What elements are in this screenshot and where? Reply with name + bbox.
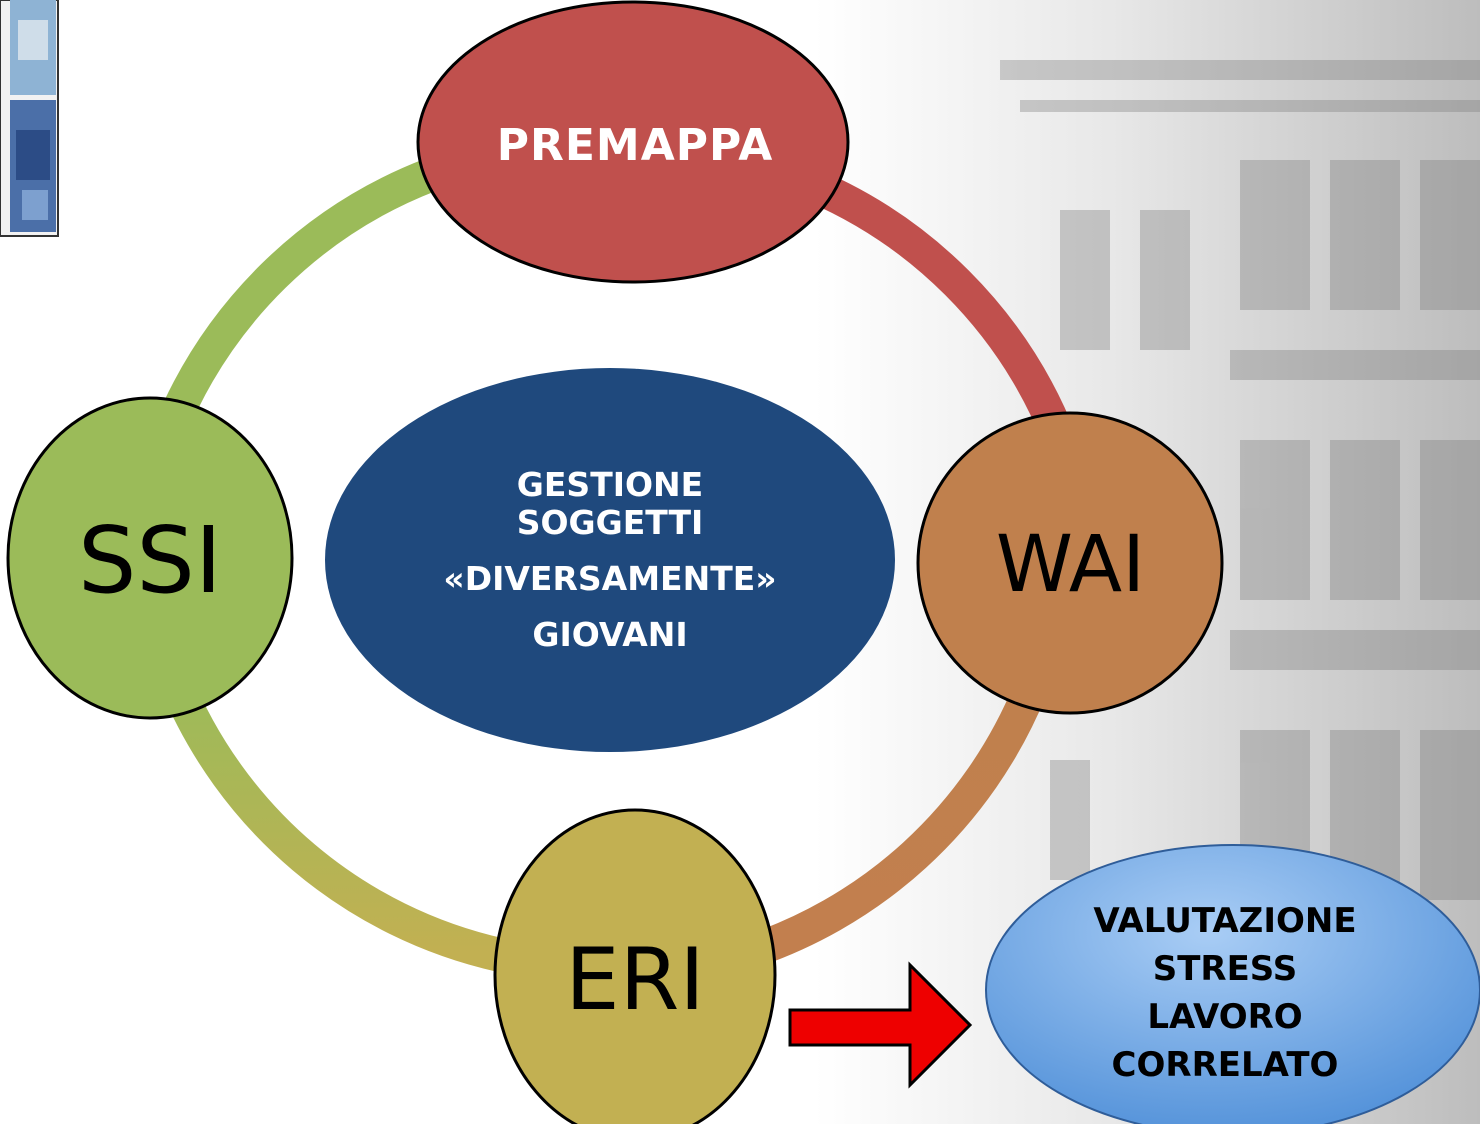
arc-premappa-to-wai <box>793 164 1076 447</box>
center-line-4: GIOVANI <box>532 615 688 654</box>
cycle-ring <box>154 159 1076 972</box>
arc-wai-to-eri <box>734 683 1046 972</box>
center-line-2: SOGGETTI <box>516 503 704 542</box>
node-output <box>985 844 1480 1124</box>
wai-label: WAI <box>995 520 1146 610</box>
photo-thumbnail <box>0 0 59 237</box>
center-label: GESTIONE SOGGETTI «DIVERSAMENTE» GIOVANI <box>330 435 890 685</box>
eri-label: ERI <box>565 930 705 1030</box>
output-line-1: VALUTAZIONE <box>1093 901 1357 941</box>
center-line-1: GESTIONE <box>516 465 704 504</box>
output-line-2: STRESS <box>1152 949 1298 989</box>
node-wai <box>916 411 1224 715</box>
node-premappa <box>416 0 850 284</box>
output-line-3: LAVORO <box>1147 997 1303 1037</box>
node-eri <box>493 808 777 1124</box>
ssi-label: SSI <box>78 506 222 614</box>
center-ellipse <box>325 368 895 752</box>
center-line-3: «DIVERSAMENTE» <box>443 559 777 598</box>
arc-ssi-to-premappa <box>154 159 437 437</box>
premappa-label: PREMAPPA <box>496 119 774 171</box>
building-watermark <box>1000 60 1480 900</box>
arc-eri-to-ssi <box>159 673 504 972</box>
output-label: VALUTAZIONE STRESS LAVORO CORRELATO <box>990 868 1460 1118</box>
node-ssi <box>6 396 294 720</box>
output-line-4: CORRELATO <box>1111 1045 1339 1085</box>
arrow-right <box>788 961 973 1089</box>
